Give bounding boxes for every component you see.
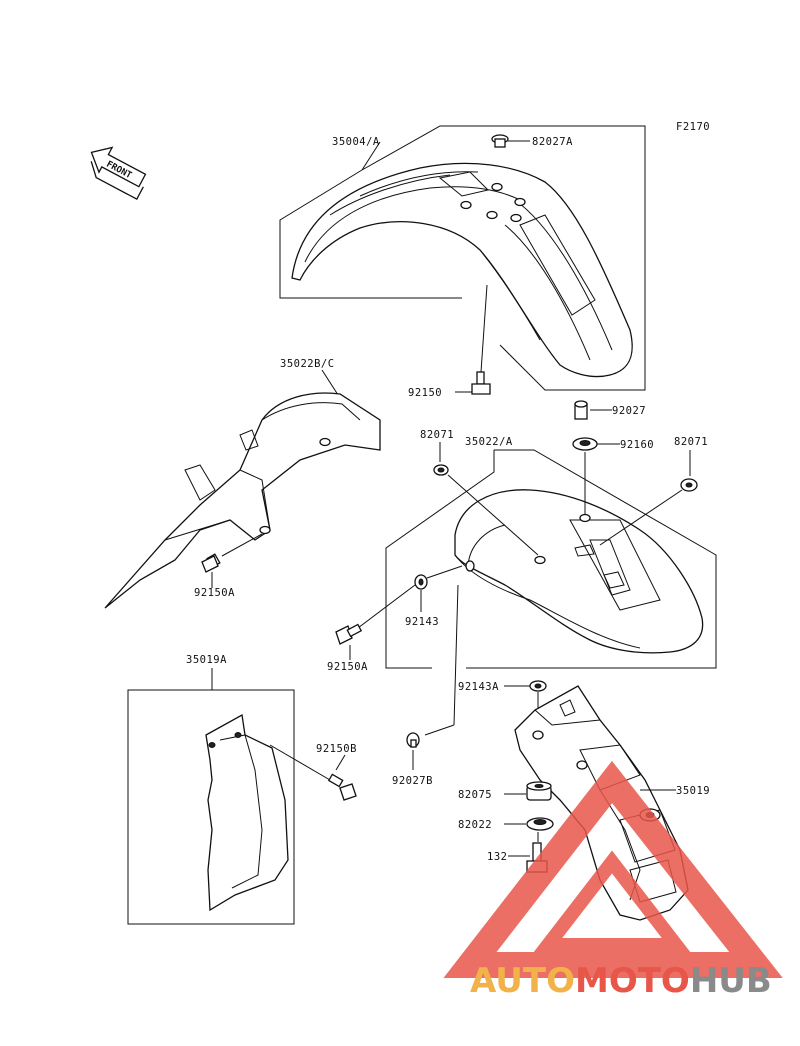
label-92143: 92143 <box>405 616 439 628</box>
label-92150: 92150 <box>408 387 442 399</box>
watermark-logo-icon <box>443 760 783 978</box>
damper-82075-icon <box>526 781 552 801</box>
grommet-82071-left-icon <box>433 464 449 476</box>
washer-82022-icon <box>526 817 554 831</box>
label-92150a-rear: 92150A <box>327 661 368 673</box>
rear-flap <box>104 392 381 609</box>
watermark-part1: AUTO <box>470 961 575 1001</box>
mud-guard-frame <box>127 689 295 925</box>
front-arrow-icon: FRONT <box>90 146 147 201</box>
washer-92143-icon <box>414 574 428 590</box>
label-82071-right: 82071 <box>674 436 708 448</box>
front-fender-group: 82027A 35004/A 92150 <box>279 125 646 399</box>
rear-fender <box>454 489 704 654</box>
label-82071-left: 82071 <box>420 429 454 441</box>
collar-92027-icon <box>574 400 588 420</box>
label-82075: 82075 <box>458 789 492 801</box>
label-92027b: 92027B <box>392 775 433 787</box>
label-82027a: 82027A <box>532 136 573 148</box>
mud-guard-group: 35019A 92150B <box>127 654 357 925</box>
rivet-92027b-icon <box>406 732 420 748</box>
label-92027: 92027 <box>612 405 646 417</box>
figure-code: F2170 <box>676 121 710 133</box>
bolt-92150a-rear-icon <box>335 623 363 645</box>
mud-guard <box>205 713 289 912</box>
label-35019a: 35019A <box>186 654 227 666</box>
label-35004a: 35004/A <box>332 136 380 148</box>
watermark-part2: MOTO <box>575 961 690 1001</box>
rear-flap-group: 35022B/C 92150A <box>104 358 381 609</box>
label-132: 132 <box>487 851 507 863</box>
label-35019: 35019 <box>676 785 710 797</box>
bolt-92150a-icon <box>201 553 221 573</box>
watermark-text: AUTOMOTOHUB <box>470 961 772 1001</box>
grommet-82071-right-icon <box>680 478 698 492</box>
label-92160: 92160 <box>620 439 654 451</box>
bolt-92150-icon <box>471 371 491 395</box>
nut-82027a-icon <box>491 134 509 148</box>
washer-92143a-icon <box>529 680 547 692</box>
watermark: AUTOMOTOHUB <box>443 760 783 1001</box>
bolt-92150b-icon <box>327 773 357 801</box>
label-92150a-flap: 92150A <box>194 587 235 599</box>
front-fender <box>291 162 633 378</box>
label-35022a: 35022/A <box>465 436 513 448</box>
label-35022bc: 35022B/C <box>280 358 335 370</box>
label-82022: 82022 <box>458 819 492 831</box>
rear-fender-group: 35022/A 82071 82071 <box>327 400 717 787</box>
label-92143a: 92143A <box>458 681 499 693</box>
label-92150b: 92150B <box>316 743 357 755</box>
washer-92160-icon <box>572 437 598 451</box>
watermark-part3: HUB <box>690 961 772 1001</box>
